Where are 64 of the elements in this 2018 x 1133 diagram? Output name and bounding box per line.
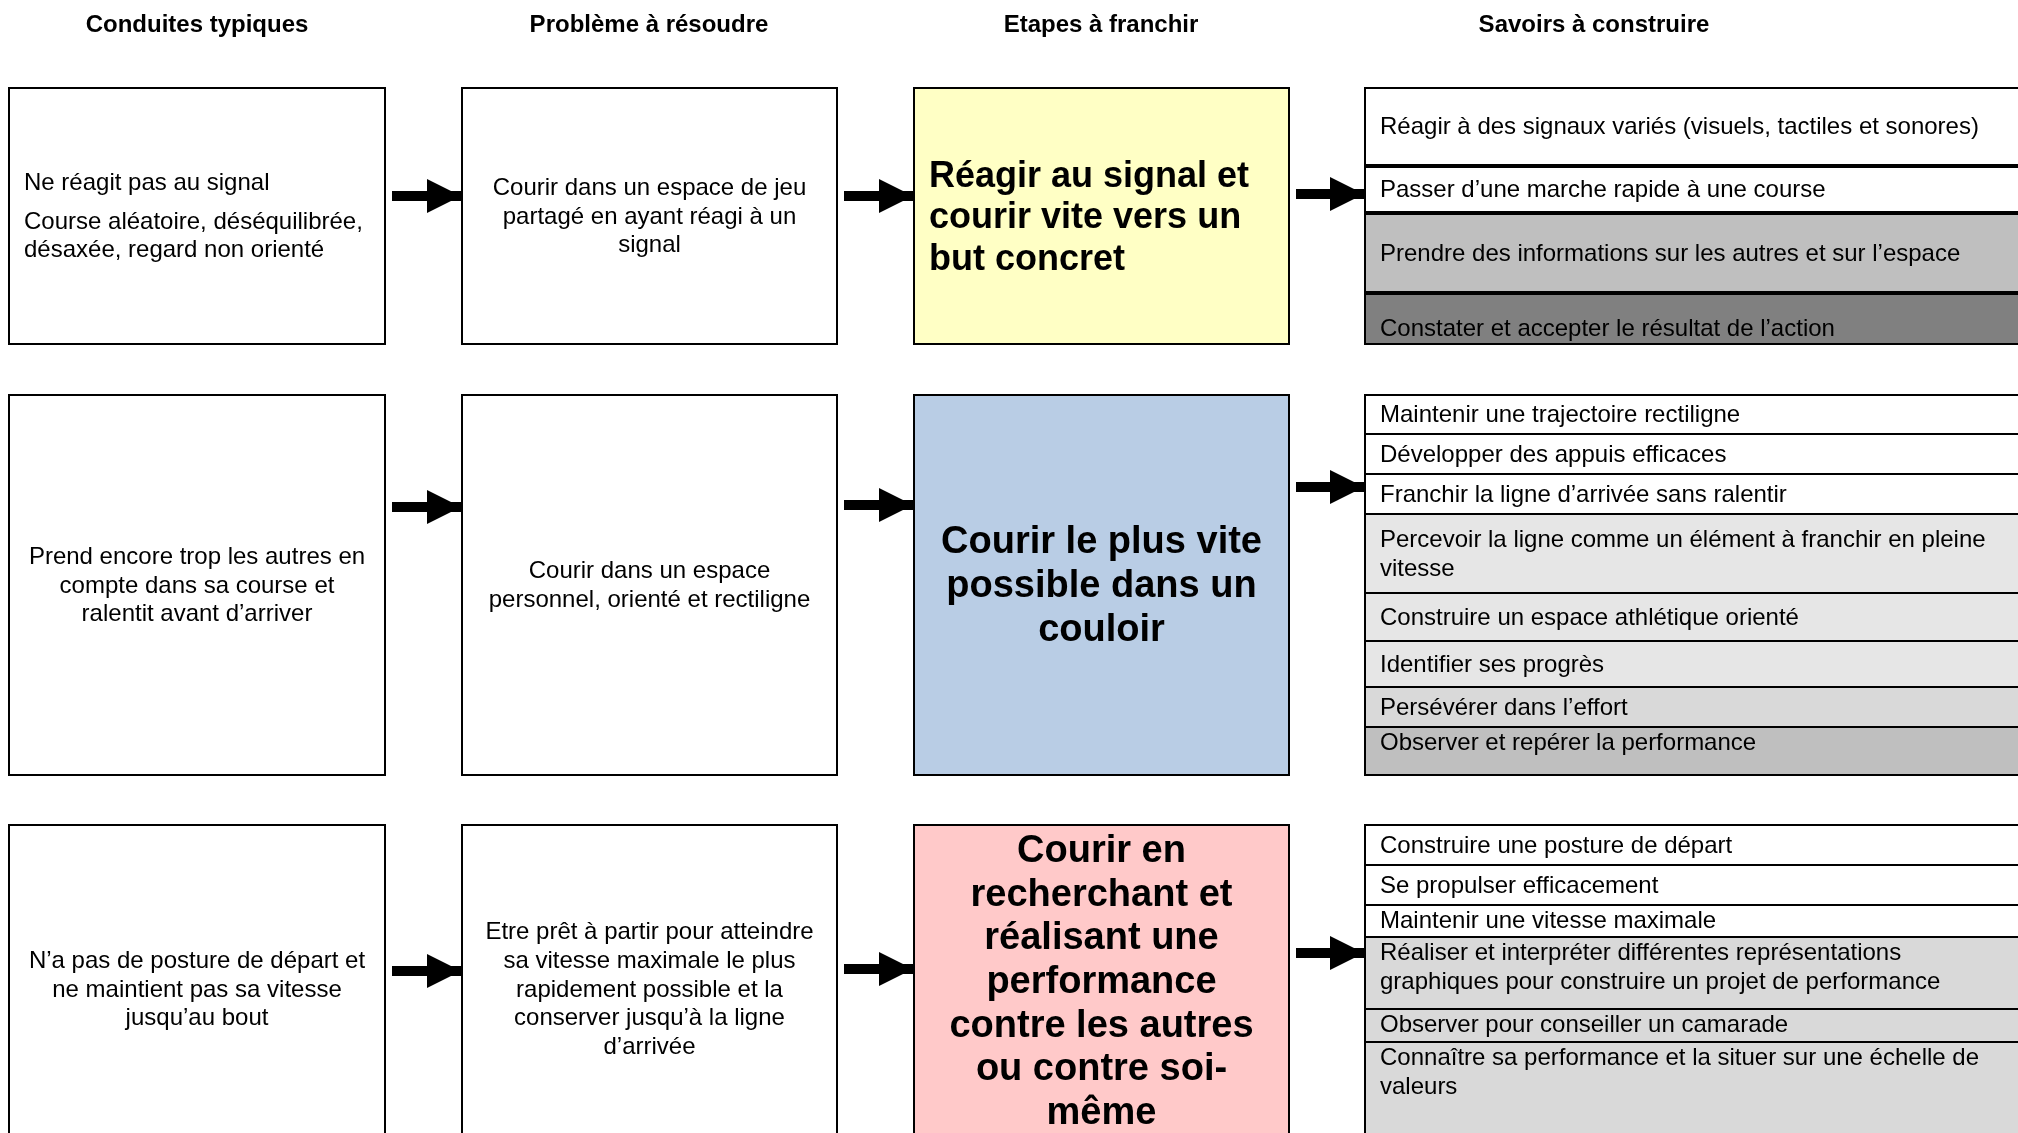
skill-row	[1364, 726, 2018, 776]
skill-text: Connaître sa performance et la situer sur une échelle de valeurs	[1380, 1043, 1980, 1101]
skill-text: Constater et accepter le résultat de l’action	[1380, 314, 1836, 343]
step-title: Réagir au signal et courir vite vers un but concret	[929, 153, 1251, 279]
skill-text: Passer d’une marche rapide à une course	[1380, 175, 1827, 204]
skill-text: Identifier ses progrès	[1380, 649, 1606, 679]
column-heading: Savoirs à construire	[1478, 10, 1710, 38]
skill-text: Maintenir une trajectoire rectiligne	[1380, 400, 1742, 429]
skill-row	[1364, 640, 2018, 688]
skill-row	[1364, 394, 2018, 435]
skill-row	[1364, 936, 2018, 1010]
skill-text: Réaliser et interpréter différentes représentations graphiques pour construire un projet de performance	[1380, 938, 1942, 996]
arrow	[392, 490, 461, 524]
step-box	[913, 394, 1290, 776]
process-box	[8, 394, 386, 776]
column-heading: Etapes à franchir	[1003, 10, 1199, 38]
skill-row	[1364, 1041, 2018, 1133]
skill-row	[1364, 213, 2018, 293]
skill-text: Franchir la ligne d’arrivée sans ralentir	[1380, 479, 1788, 509]
skill-row	[1364, 1008, 2018, 1043]
box-text: Courir dans un espace personnel, orienté et rectiligne	[487, 556, 812, 614]
skill-text: Persévérer dans l’effort	[1380, 692, 1629, 722]
skill-text: Percevoir la ligne comme un élément à franchir en pleine vitesse	[1380, 524, 1987, 583]
skill-row	[1364, 293, 2018, 345]
skill-text: Réagir à des signaux variés (visuels, tactiles et sonores)	[1380, 112, 1980, 141]
process-box	[461, 394, 838, 776]
process-box	[461, 87, 838, 345]
arrow	[844, 179, 913, 213]
behaviour-box	[8, 87, 386, 345]
box-text: N’a pas de posture de départ et ne maintient pas sa vitesse jusqu’au bout	[27, 945, 367, 1033]
box-text: Etre prêt à partir pour atteindre sa vitesse maximale le plus rapidement possible et la conserver jusqu’à la ligne d’arrivée	[484, 917, 815, 1061]
skill-text: Observer pour conseiller un camarade	[1380, 1010, 1790, 1039]
skill-text: Prendre des informations sur les autres et sur l’espace	[1380, 238, 1962, 268]
skill-text: Maintenir une vitesse maximale	[1380, 906, 1718, 935]
process-box	[461, 824, 838, 1133]
skill-row	[1364, 824, 2018, 866]
box-text: Prend encore trop les autres en compte dans sa course et ralentit avant d’arriver	[27, 541, 367, 629]
arrow	[1296, 470, 1364, 504]
arrow	[392, 954, 461, 988]
step-title: Courir le plus vite possible dans un couloir	[940, 519, 1263, 651]
arrow	[1296, 177, 1364, 211]
arrow	[844, 488, 913, 522]
skill-row	[1364, 513, 2018, 594]
step-box	[913, 824, 1290, 1133]
skill-row	[1364, 87, 2018, 166]
skill-text: Construire un espace athlétique orienté	[1380, 602, 1800, 632]
skill-text: Observer et repérer la performance	[1380, 728, 1758, 757]
skill-row	[1364, 686, 2018, 728]
box-text: Course aléatoire, déséquilibrée, désaxée, regard non orienté	[24, 206, 364, 265]
arrow	[844, 952, 913, 986]
skill-row	[1364, 592, 2018, 642]
step-box	[913, 87, 1290, 345]
column-heading: Problème à résoudre	[529, 10, 769, 38]
process-box	[8, 824, 386, 1133]
arrow	[392, 179, 461, 213]
box-text: Courir dans un espace de jeu partagé en ayant réagi à un signal	[491, 172, 808, 260]
arrow	[1296, 936, 1364, 970]
skill-row	[1364, 166, 2018, 213]
skill-text: Construire une posture de départ	[1380, 830, 1734, 860]
skill-text: Développer des appuis efficaces	[1380, 439, 1728, 469]
column-heading: Conduites typiques	[85, 10, 309, 38]
box-text: Ne réagit pas au signal	[24, 167, 271, 197]
skill-text: Se propulser efficacement	[1380, 870, 1660, 900]
step-title: Courir en recherchant et réalisant une performance contre les autres ou contre soi-même	[948, 828, 1255, 1133]
